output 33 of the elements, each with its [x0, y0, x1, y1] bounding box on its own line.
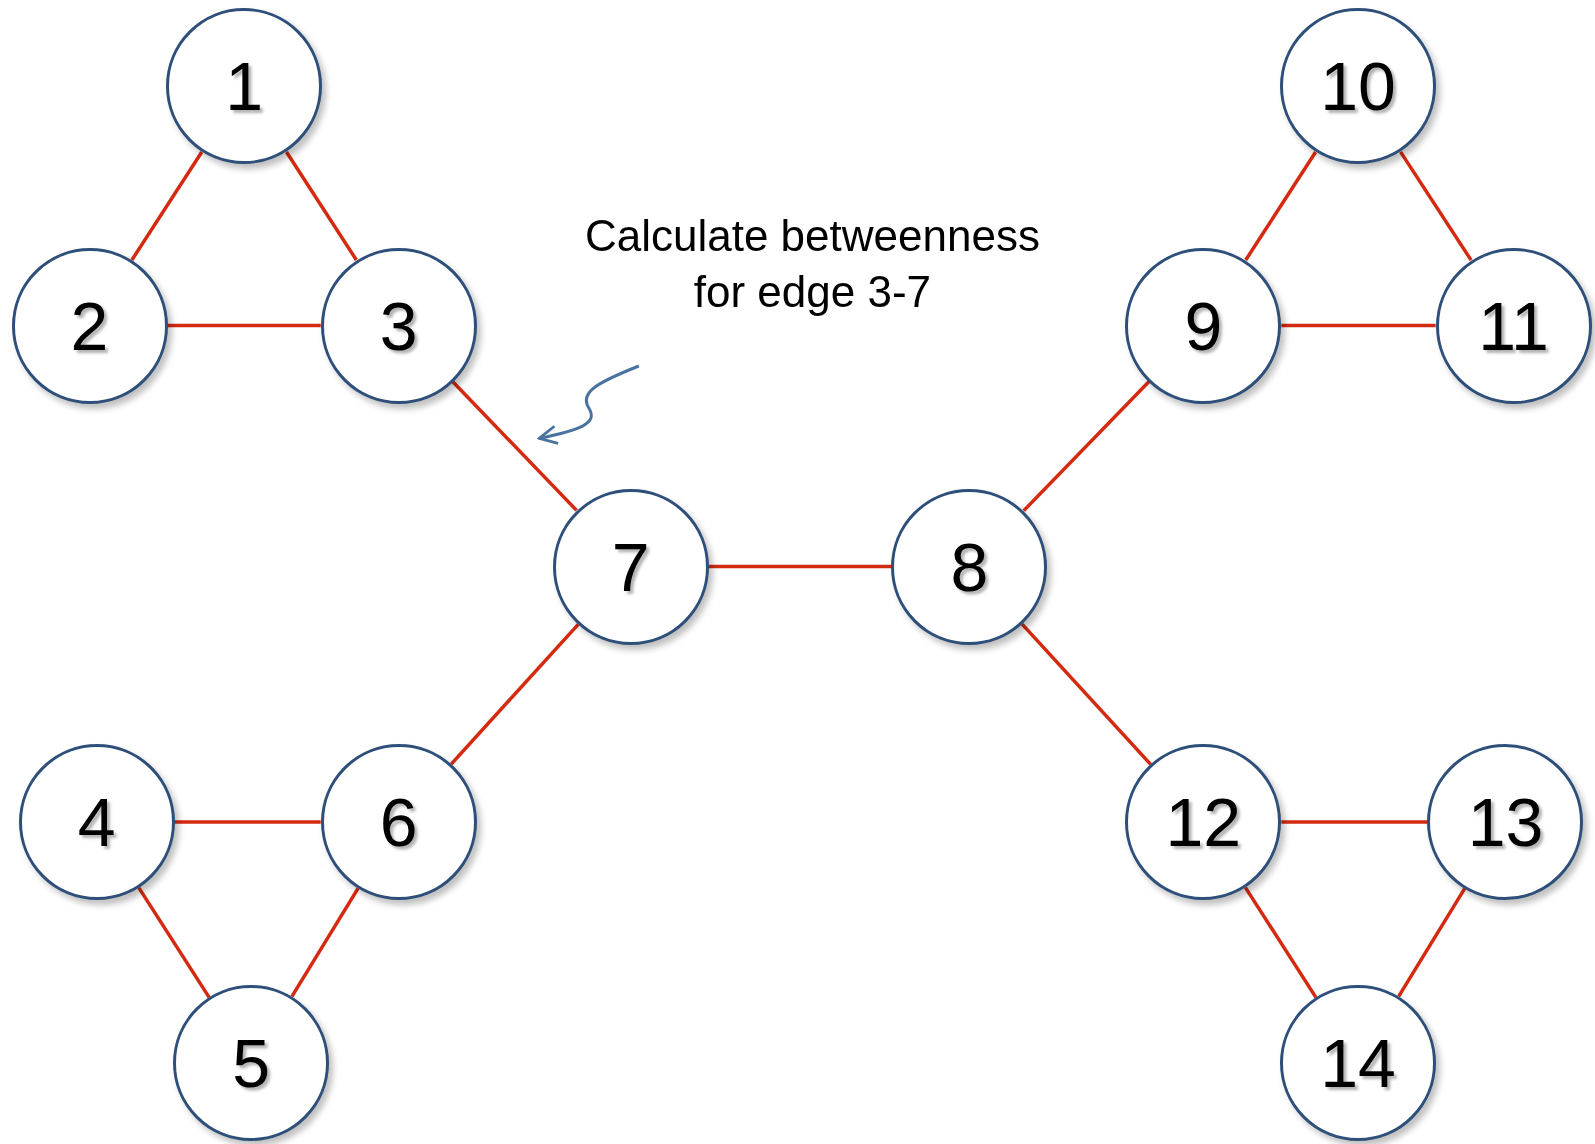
node-number: 11: [1478, 286, 1549, 365]
node-number: 10: [1320, 47, 1396, 126]
annotation-text: Calculate betweenness for edge 3-7: [584, 211, 1040, 316]
edge-line: [1020, 622, 1152, 766]
edge-line: [137, 886, 211, 999]
edge-line: [167, 323, 321, 328]
edge-line: [130, 151, 204, 261]
edge-line: [708, 564, 892, 569]
node-number: 5: [232, 1024, 271, 1102]
node-number: 13: [1467, 782, 1544, 861]
node-number: 6: [379, 782, 418, 861]
edge-line: [1244, 886, 1318, 999]
node-number: 2: [70, 286, 109, 365]
node-number: 4: [77, 782, 116, 861]
leader-arrow: [537, 364, 640, 445]
edge-line: [285, 151, 358, 261]
edge-line: [1399, 150, 1473, 262]
edge-line: [1397, 887, 1467, 998]
edge-line: [290, 887, 360, 998]
edge-line: [451, 380, 578, 512]
node-number: 12: [1165, 782, 1242, 861]
edge-line: [1244, 151, 1318, 261]
edge-line: [174, 820, 321, 824]
node-number: 3: [379, 286, 418, 365]
edge-line: [449, 623, 580, 766]
node-number: 14: [1320, 1024, 1396, 1102]
node-number: 8: [950, 527, 989, 606]
node-number: 7: [611, 527, 650, 606]
node-number: 1: [225, 47, 264, 126]
edge-line: [1281, 820, 1428, 824]
node-number: 9: [1184, 286, 1223, 365]
edge-line: [1281, 323, 1436, 328]
edge-line: [1022, 380, 1151, 512]
